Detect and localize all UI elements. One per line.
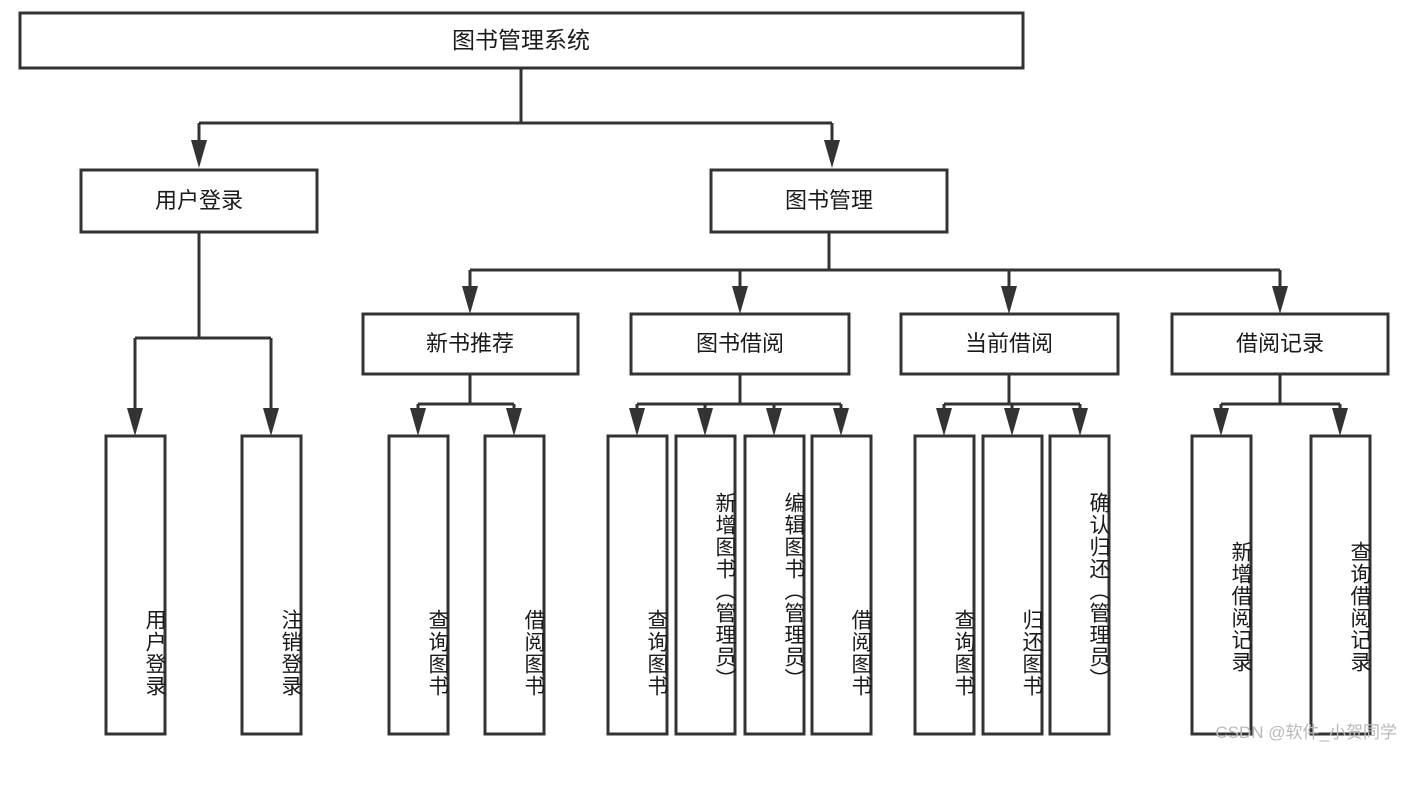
node-new-book-recommend[interactable]: 新书推荐	[361, 312, 580, 376]
connector-book-borrow-to-leaves	[629, 374, 849, 436]
leaf-node[interactable]	[743, 434, 806, 736]
node-book-borrow[interactable]: 图书借阅	[629, 312, 851, 376]
leaf-node[interactable]	[674, 434, 737, 736]
leaf-node[interactable]	[1048, 434, 1111, 736]
leaf-node[interactable]	[606, 434, 669, 736]
node-book-borrow-label: 图书借阅	[696, 331, 784, 356]
leaf-node[interactable]	[1190, 434, 1253, 736]
node-root-label: 图书管理系统	[452, 27, 590, 53]
node-root[interactable]: 图书管理系统	[18, 11, 1025, 70]
node-book-management-label: 图书管理	[785, 188, 873, 213]
node-borrow-record-label: 借阅记录	[1236, 331, 1324, 356]
node-user-login-label: 用户登录	[155, 188, 243, 213]
leaf-node[interactable]	[483, 434, 546, 736]
leaf-node[interactable]	[104, 434, 167, 736]
leaf-node[interactable]	[810, 434, 873, 736]
flowchart-diagram: 图书管理系统 用户登录 图书管理 新书推荐 图书借阅 当前借阅 借阅记录	[18, 11, 1397, 742]
connector-current-borrow-to-leaves	[936, 374, 1088, 436]
node-user-login[interactable]: 用户登录	[79, 168, 319, 234]
node-borrow-record[interactable]: 借阅记录	[1170, 312, 1390, 376]
leaf-node[interactable]	[913, 434, 976, 736]
connector-book-mgmt-to-level3	[462, 232, 1288, 314]
leaf-node[interactable]	[981, 434, 1044, 736]
leaf-node[interactable]	[387, 434, 450, 736]
node-current-borrow-label: 当前借阅	[965, 331, 1053, 356]
node-book-management[interactable]: 图书管理	[709, 168, 949, 234]
connector-new-book-to-leaves	[410, 374, 522, 436]
node-current-borrow[interactable]: 当前借阅	[899, 312, 1120, 376]
flowchart-canvas: 图书管理系统 用户登录 图书管理 新书推荐 图书借阅 当前借阅 借阅记录	[18, 11, 1390, 736]
node-new-book-recommend-label: 新书推荐	[426, 331, 514, 356]
connector-user-login-to-leaves	[127, 232, 279, 436]
leaf-node[interactable]	[1309, 434, 1372, 736]
connector-root-to-level2	[191, 68, 840, 168]
leaf-node[interactable]	[240, 434, 303, 736]
connector-borrow-record-to-leaves	[1213, 374, 1348, 436]
